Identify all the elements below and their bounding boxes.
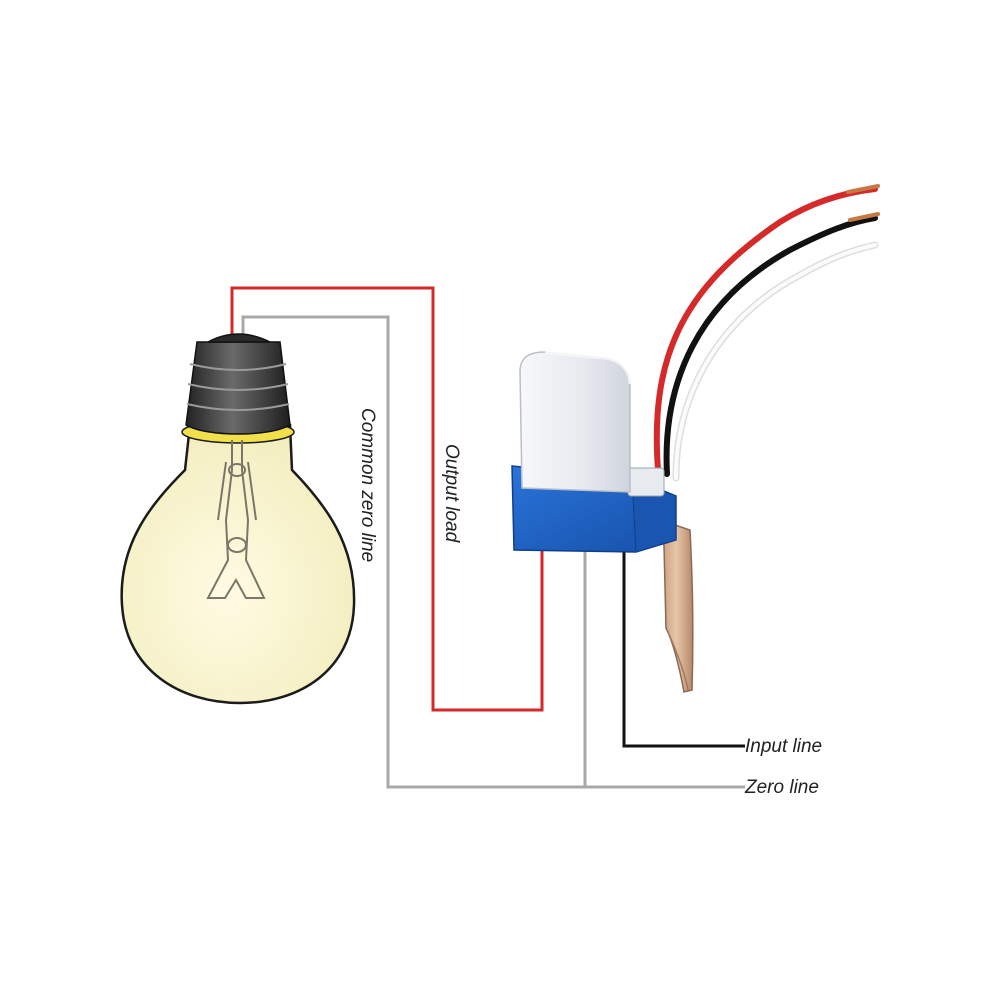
photocell-sensor	[511, 184, 880, 693]
black-lead-wire	[663, 215, 878, 477]
zero-line-label: Zero line	[744, 777, 819, 798]
output-load-label: Output load	[441, 444, 462, 544]
sensor-cap	[519, 351, 631, 493]
mounting-bracket	[659, 518, 694, 693]
bulb-filament	[206, 440, 266, 599]
output-load-wire	[230, 286, 544, 712]
input-line-label: Input line	[745, 736, 822, 757]
light-bulb	[120, 333, 356, 705]
common-zero-line-label: Common zero line	[357, 408, 378, 562]
red-lead-wire	[653, 186, 878, 473]
common-zero-wire	[241, 315, 745, 789]
bulb-screw-base	[185, 341, 291, 435]
bulb-glass	[120, 423, 356, 705]
input-line-wire	[622, 548, 745, 748]
